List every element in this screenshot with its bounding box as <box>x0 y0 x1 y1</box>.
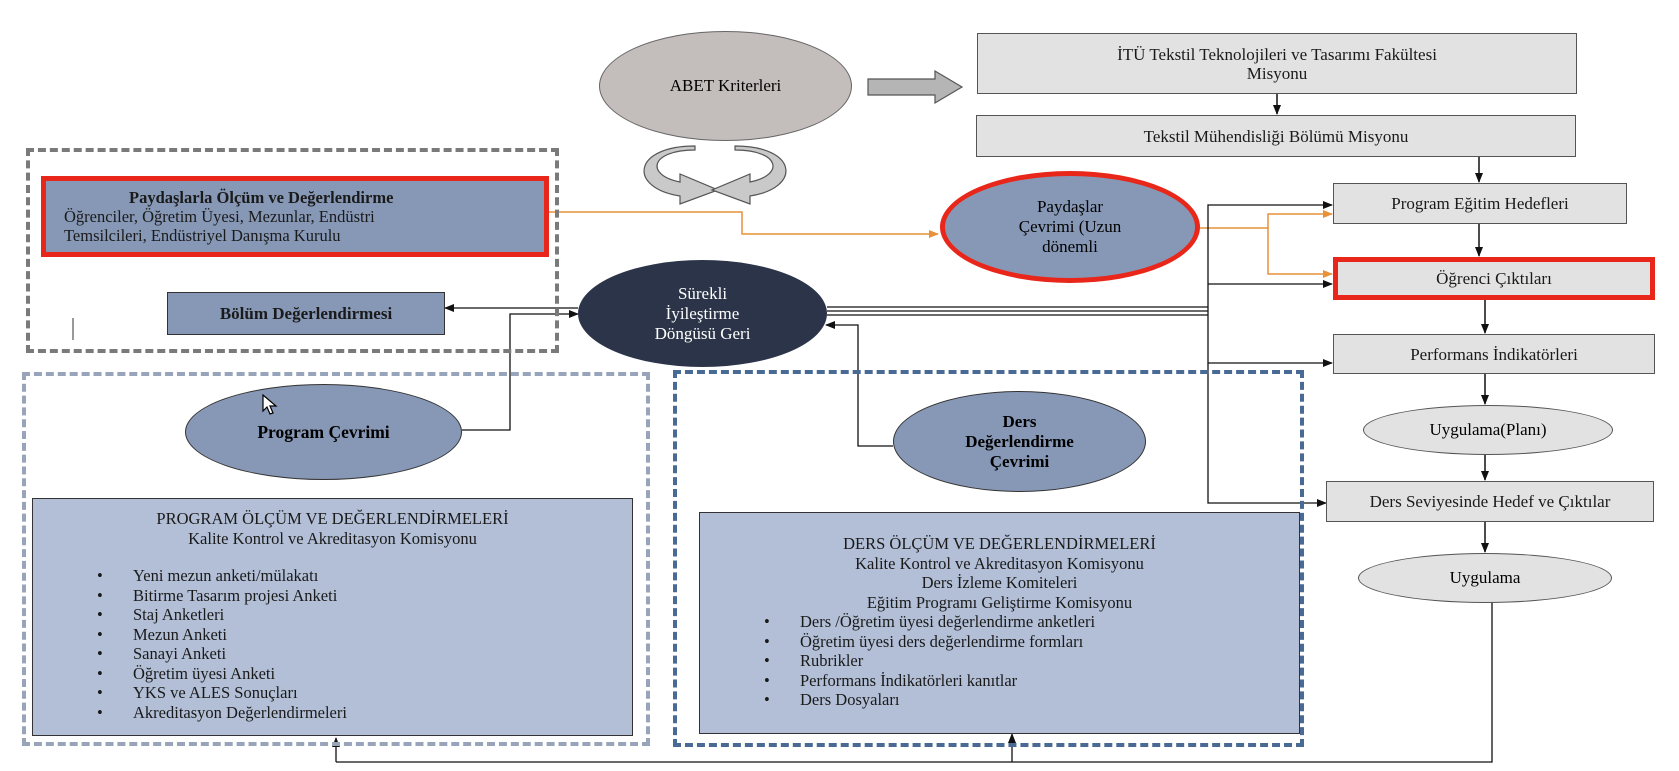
student-outcomes-box: Öğrenci Çıktıları <box>1333 257 1655 300</box>
course-cycle-line1: Ders <box>1002 411 1037 431</box>
program-box-subtitle: Kalite Kontrol ve Akreditasyon Komisyonu <box>188 528 477 548</box>
stakeholder-dashed-frame <box>26 148 559 353</box>
stakeholder-line1: Öğrenciler, Öğretim Üyesi, Mezunlar, End… <box>64 207 375 226</box>
peo-box: Program Eğitim Hedefleri <box>1333 183 1627 224</box>
stakeholder-cycle-node: Paydaşlar Çevrimi (Uzun dönemli <box>940 171 1200 283</box>
abet-label: ABET Kriterleri <box>669 76 782 95</box>
itu-mission-line2: Misyonu <box>1246 63 1308 83</box>
list-item: Yeni mezun anketi/mülakatı <box>97 566 632 586</box>
continuous-improvement-node: Sürekli İyileştirme Döngüsü Geri <box>578 260 827 367</box>
stakeholder-title: Paydaşlarla Ölçüm ve Değerlendirme <box>129 188 394 207</box>
course-measurement-box: DERS ÖLÇÜM VE DEĞERLENDİRMELERİ Kalite K… <box>699 512 1300 734</box>
program-dashed-frame <box>22 372 650 746</box>
abet-to-mission-arrow <box>867 69 964 105</box>
course-box-sub3: Eğitim Programı Geliştirme Komisyonu <box>866 592 1133 612</box>
apply-ellipse: Uygulama <box>1358 553 1612 603</box>
list-item: Sanayi Anketi <box>97 644 632 664</box>
continuous-line2: İyileştirme <box>665 303 740 323</box>
dept-mission-label: Tekstil Mühendisliği Bölümü Misyonu <box>1143 126 1409 146</box>
course-measure-list: Ders /Öğretim üyesi değerlendirme anketl… <box>700 612 1299 710</box>
plan-label: Uygulama(Planı) <box>1429 420 1547 439</box>
list-item: Ders Dosyaları <box>764 690 1299 710</box>
peo-label: Program Eğitim Hedefleri <box>1391 194 1569 213</box>
list-item: Bitirme Tasarım projesi Anketi <box>97 586 632 606</box>
list-item: Rubrikler <box>764 651 1299 671</box>
list-item: Staj Anketleri <box>97 605 632 625</box>
dept-mission-box: Tekstil Mühendisliği Bölümü Misyonu <box>976 115 1576 157</box>
list-item: Performans İndikatörleri kanıtlar <box>764 671 1299 691</box>
itu-mission-box: İTÜ Tekstil Teknolojileri ve Tasarımı Fa… <box>977 33 1577 94</box>
continuous-line1: Sürekli <box>677 283 728 303</box>
itu-mission-line1: İTÜ Tekstil Teknolojileri ve Tasarımı Fa… <box>1117 44 1437 64</box>
plan-ellipse: Uygulama(Planı) <box>1363 405 1613 455</box>
stakeholder-cycle-line3: dönemli <box>1042 237 1098 256</box>
cycle-arrows-icon <box>643 145 787 205</box>
course-box-sub1: Kalite Kontrol ve Akreditasyon Komisyonu <box>855 553 1144 573</box>
abet-criteria-node: ABET Kriterleri <box>599 31 852 141</box>
continuous-line3: Döngüsü Geri <box>654 323 751 343</box>
list-item: Ders /Öğretim üyesi değerlendirme anketl… <box>764 612 1299 632</box>
course-box-sub2: Ders İzleme Komiteleri <box>921 573 1078 592</box>
program-measurement-box: PROGRAM ÖLÇÜM VE DEĞERLENDİRMELERİ Kalit… <box>32 498 633 736</box>
student-outcomes-label: Öğrenci Çıktıları <box>1436 269 1552 288</box>
list-item: Öğretim üyesi ders değerlendirme formlar… <box>764 632 1299 652</box>
mouse-cursor-icon <box>262 394 278 415</box>
stakeholder-line2: Temsilcileri, Endüstriyel Danışma Kurulu <box>64 226 341 245</box>
stakeholder-cycle-line1: Paydaşlar <box>1036 197 1104 216</box>
performance-indicators-box: Performans İndikatörleri <box>1333 334 1655 374</box>
program-cycle-node: Program Çevrimi <box>185 384 462 480</box>
stakeholder-measurement-box: Paydaşlarla Ölçüm ve Değerlendirme Öğren… <box>41 176 549 257</box>
stakeholder-cycle-line2: Çevrimi (Uzun <box>1018 217 1122 236</box>
program-box-title: PROGRAM ÖLÇÜM VE DEĞERLENDİRMELERİ <box>156 509 509 528</box>
list-item: Öğretim üyesi Anketi <box>97 664 632 684</box>
dept-evaluation-label: Bölüm Değerlendirmesi <box>219 303 393 323</box>
course-cycle-line2: Değerlendirme <box>965 431 1074 451</box>
course-cycle-node: Ders Değerlendirme Çevrimi <box>893 391 1146 492</box>
list-item: Mezun Anketi <box>97 625 632 645</box>
dept-evaluation-box: Bölüm Değerlendirmesi <box>167 292 445 335</box>
program-measure-list: Yeni mezun anketi/mülakatı Bitirme Tasar… <box>33 566 632 722</box>
course-level-label: Ders Seviyesinde Hedef ve Çıktılar <box>1369 492 1611 511</box>
course-cycle-line3: Çevrimi <box>989 451 1050 471</box>
program-cycle-label: Program Çevrimi <box>257 421 390 442</box>
performance-indicators-label: Performans İndikatörleri <box>1410 344 1578 364</box>
course-dashed-frame <box>673 370 1304 747</box>
apply-label: Uygulama <box>1449 568 1521 587</box>
course-box-title: DERS ÖLÇÜM VE DEĞERLENDİRMELERİ <box>843 534 1156 553</box>
course-level-box: Ders Seviyesinde Hedef ve Çıktılar <box>1326 481 1654 522</box>
list-item: Akreditasyon Değerlendirmeleri <box>97 703 632 723</box>
list-item: YKS ve ALES Sonuçları <box>97 683 632 703</box>
